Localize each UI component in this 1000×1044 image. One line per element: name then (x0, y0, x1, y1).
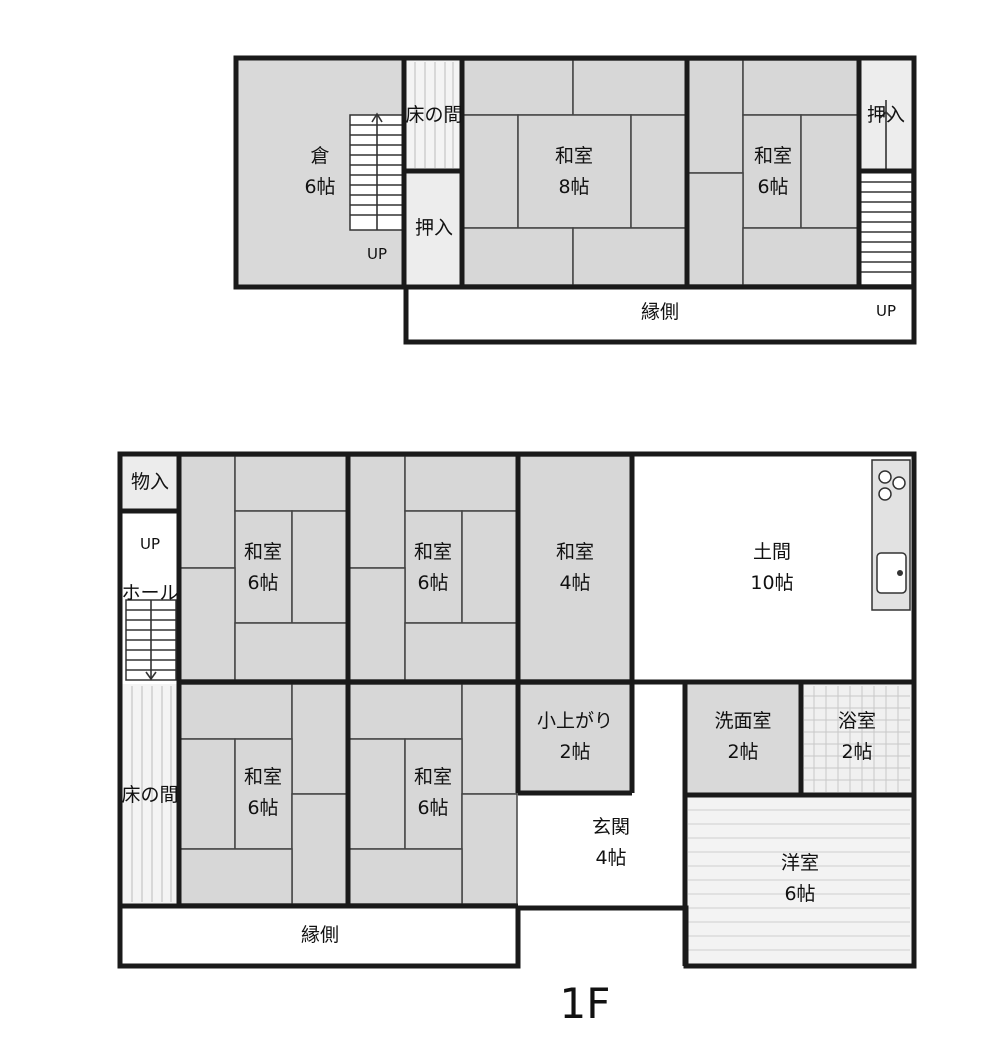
room-yokushitsu (802, 684, 912, 794)
label-up-left: UP (367, 245, 387, 263)
room-washitsu-e (348, 683, 518, 905)
room-senmen (686, 684, 800, 794)
label-koagari: 小上がり (537, 710, 613, 732)
label-yokushitsu: 浴室 (838, 710, 876, 732)
room-washitsu-c (518, 455, 632, 681)
room-washitsu-d (179, 683, 348, 905)
room-washitsu-6-upper (687, 59, 859, 286)
stove-burner-icon (878, 470, 892, 484)
label-washitsu-d-size: 6帖 (247, 797, 278, 819)
stove-burner-icon (878, 487, 892, 501)
stove-burner-icon (892, 476, 906, 490)
label-kura-size: 6帖 (304, 176, 335, 198)
toko-grain-1f (131, 686, 172, 902)
room-monoire (122, 456, 178, 510)
stairs-kura (349, 112, 406, 231)
stairs-upper-right (859, 100, 913, 286)
toko-grain-upper (414, 62, 454, 168)
label-washitsu-d: 和室 (244, 766, 282, 788)
label-washitsu-8: 和室 (555, 145, 593, 167)
room-washitsu-b (348, 455, 518, 681)
label-genkan: 玄関 (592, 816, 630, 838)
label-washitsu-c-size: 4帖 (559, 572, 590, 594)
label-washitsu-a: 和室 (244, 541, 282, 563)
label-washitsu-b-size: 6帖 (417, 572, 448, 594)
room-doma (633, 456, 912, 680)
stairs-hall (125, 599, 177, 681)
label-toko-1f: 床の間 (121, 784, 178, 806)
label-doma: 土間 (753, 541, 791, 563)
label-up-right: UP (876, 302, 896, 320)
label-yokushitsu-size: 2帖 (841, 741, 872, 763)
label-engawa-1f: 縁側 (301, 924, 339, 946)
room-washitsu-a (179, 455, 348, 681)
kitchen-counter (871, 459, 911, 611)
upper-walls (233, 55, 917, 345)
label-oshiire-left: 押入 (415, 217, 453, 239)
label-monoire: 物入 (131, 471, 169, 493)
first-floor: 物入 UP ホール 床の間 和室 6帖 和室 6帖 和室 4帖 土間 10帖 和… (117, 451, 917, 969)
label-washitsu-6-upper-size: 6帖 (757, 176, 788, 198)
first-floor-walls (117, 451, 917, 969)
room-toko-1f (122, 684, 178, 904)
room-oshiire-left (406, 172, 461, 285)
label-washitsu-8-size: 8帖 (558, 176, 589, 198)
room-youshitsu (686, 796, 912, 964)
label-toko-upper: 床の間 (405, 104, 462, 126)
room-koagari (518, 683, 632, 793)
label-youshitsu-size: 6帖 (784, 883, 815, 905)
label-washitsu-e: 和室 (414, 766, 452, 788)
label-up-1f: UP (140, 535, 160, 553)
room-engawa-1f (122, 908, 518, 964)
label-oshiire-right: 押入 (867, 104, 905, 126)
label-senmen-size: 2帖 (727, 741, 758, 763)
label-washitsu-e-size: 6帖 (417, 797, 448, 819)
label-washitsu-c: 和室 (556, 541, 594, 563)
label-washitsu-a-size: 6帖 (247, 572, 278, 594)
sink-icon (876, 552, 907, 594)
label-hall: ホール (121, 582, 178, 604)
room-engawa-upper (406, 287, 914, 342)
label-senmen: 洗面室 (714, 710, 771, 732)
label-doma-size: 10帖 (750, 572, 793, 594)
upper-floor: 倉 6帖 UP 床の間 押入 和室 8帖 和室 6帖 押入 縁側 UP (233, 55, 917, 345)
room-genkan (519, 794, 684, 906)
label-washitsu-b: 和室 (414, 541, 452, 563)
label-genkan-size: 4帖 (595, 847, 626, 869)
label-washitsu-6-upper: 和室 (754, 145, 792, 167)
label-koagari-size: 2帖 (559, 741, 590, 763)
label-kura: 倉 (310, 145, 329, 167)
label-youshitsu: 洋室 (781, 852, 819, 874)
room-washitsu-8 (462, 59, 687, 286)
floor-label-1f: 1F (560, 979, 611, 1028)
label-engawa-upper: 縁側 (641, 301, 679, 323)
